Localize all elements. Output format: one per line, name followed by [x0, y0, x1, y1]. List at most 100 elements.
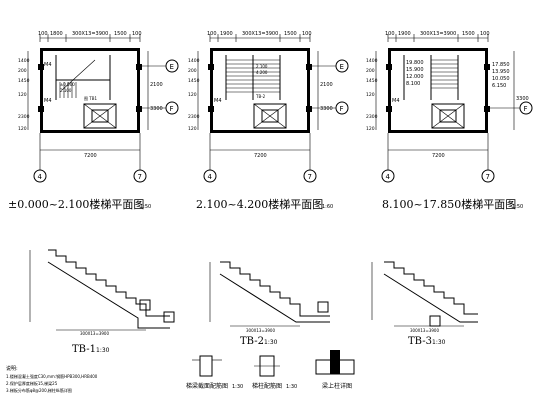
plan1-left-dim-4: 2300 [18, 114, 30, 120]
stair-plan-3: 100 1900 300X13=3900 1500 100 19.800 15.… [366, 31, 533, 211]
plan1-axis-bubble-4 [33, 169, 47, 183]
plan3-title: 8.100~17.850楼梯平面图 [382, 197, 516, 211]
plan3-scale: 1:50 [512, 204, 523, 210]
plan3-level-1: 15.900 [406, 67, 424, 73]
plan3-axis-bubble-7 [481, 169, 495, 183]
detail-2-label: 梯柱配筋图 [252, 382, 282, 390]
plan3-axis-7: 7 [486, 173, 490, 181]
plan2-left-dim-3: 120 [188, 92, 197, 98]
plan3-level-2: 12.000 [406, 74, 424, 80]
plan2-axis-bubble-f [335, 101, 349, 115]
plan1-axis-f: F [170, 105, 174, 113]
plan1-axis-bubble-f [165, 101, 179, 115]
plan3-top-dim-3: 1500 [462, 31, 475, 37]
plan1-left-dim-5: 120 [18, 126, 27, 132]
detail-1-label: 梯梁截面配筋图 [186, 382, 228, 390]
plan2-axis-bubble-7 [303, 169, 317, 183]
plan1-axis-e: E [170, 63, 174, 71]
plan3-bottom-dim: 7200 [432, 153, 445, 159]
plan3-left-dim-0: 1400 [366, 58, 378, 64]
tb3-scale: 1:30 [432, 339, 446, 346]
detail-3-label: 梁上柱详图 [322, 382, 352, 390]
plan3-axis-bubble-f [519, 101, 533, 115]
plan1-right-dim-1: 3300 [150, 106, 163, 112]
plan1-top-dim-2: 300X13=3900 [72, 31, 108, 37]
notes-line-2: 3.梯板分布筋φ8@200,梯柱纵筋详图 [6, 387, 72, 393]
plan3-top-dim-4: 100 [480, 31, 490, 37]
plan1-right-dim-0: 2100 [150, 82, 163, 88]
plan2-axis-7: 7 [308, 173, 312, 181]
plan3-left-dim-3: 120 [366, 92, 375, 98]
general-notes: 说明: 1.楼梯混凝土强度C30,mm:钢筋HPB300,HRB400 2.保护… [6, 365, 98, 393]
plan2-left-dim-4: 2300 [188, 114, 200, 120]
plan2-left-dim-1: 200 [188, 68, 197, 74]
stair-section-tb3: 300X13=3900 TB-3 1:30 [371, 261, 478, 347]
plan2-scale: 1:60 [322, 204, 333, 210]
plan2-bottom-dim: 7200 [254, 153, 267, 159]
plan1-axis-bubble-7 [133, 169, 147, 183]
plan2-level-0: 2.100 [256, 64, 268, 69]
detail-2-scale: 1:30 [286, 384, 297, 390]
plan3-level-0: 19.800 [406, 60, 424, 66]
tb2-span-dim: 300X13=3900 [246, 328, 275, 333]
plan3-axis-4: 4 [386, 173, 391, 181]
plan2-axis-e: E [340, 63, 344, 71]
plan2-left-dim-5: 120 [188, 126, 197, 132]
plan1-axis-bubble-e [165, 59, 179, 73]
plan1-note-0: 图 TB1 [84, 95, 97, 101]
plan2-note-0: TB-2 [255, 94, 266, 99]
plan1-top-dim-3: 1500 [114, 31, 127, 37]
plan3-top-dim-1: 1900 [398, 31, 411, 37]
plan1-top-dim-1: 1800 [50, 31, 63, 37]
plan2-right-dim-0: 2100 [320, 82, 333, 88]
plan2-axis-bubble-4 [203, 169, 217, 183]
plan1-top-dim-4: 100 [132, 31, 142, 37]
plan3-left-dim-2: 1450 [366, 78, 378, 84]
plan1-level-0: ±0.000 [60, 82, 75, 87]
plan1-left-dim-2: 1450 [18, 78, 30, 84]
plan3-right-dim-3: 6.150 [492, 83, 506, 89]
plan2-axis-bubble-e [335, 59, 349, 73]
stair-section-tb1: 300X13=3900 TB-1 1:30 [29, 249, 175, 355]
plan2-level-1: 4.200 [256, 70, 268, 75]
plan1-level-1: 2.100 [60, 88, 72, 93]
detail-1-scale: 1:30 [232, 384, 243, 390]
plan1-top-dim-0: 100 [38, 31, 48, 37]
stair-section-tb2: 300X13=3900 TB-2 1:30 [209, 261, 330, 347]
plan2-top-dim-4: 100 [302, 31, 312, 37]
tb3-span-dim: 300X13=3900 [410, 328, 439, 333]
notes-line-1: 2.保护层厚度梯板15,梯梁25 [6, 380, 58, 386]
tb2-label: TB-2 [240, 336, 264, 347]
plan2-top-dim-0: 100 [207, 31, 217, 37]
plan1-left-dim-3: 120 [18, 92, 27, 98]
tb2-scale: 1:30 [264, 339, 278, 346]
plan1-axis-4: 4 [38, 173, 43, 181]
plan3-top-dim-0: 100 [385, 31, 395, 37]
plan2-top-dim-2: 300X13=3900 [242, 31, 278, 37]
plan1-room-0: M4 [44, 62, 52, 68]
plan3-right-dim-1: 13.950 [492, 69, 510, 75]
plan2-left-dim-2: 1450 [188, 78, 200, 84]
tb1-scale: 1:30 [96, 347, 110, 354]
plan3-right-dim-2: 10.050 [492, 76, 510, 82]
plan1-scale: 1:50 [140, 204, 151, 210]
plan1-axis-7: 7 [138, 173, 142, 181]
plan1-room-1: M4 [44, 98, 52, 104]
plan2-axis-4: 4 [208, 173, 213, 181]
stair-plan-2: 100 1900 300X13=3900 1500 100 2100 3300 … [188, 31, 349, 211]
plan2-axis-f: F [340, 105, 344, 113]
plan2-title: 2.100~4.200楼梯平面图 [196, 197, 323, 211]
tb3-label: TB-3 [408, 336, 432, 347]
notes-line-0: 1.楼梯混凝土强度C30,mm:钢筋HPB300,HRB400 [6, 373, 98, 379]
plan1-left-dim-1: 200 [18, 68, 27, 74]
plan1-left-dim-0: 1400 [18, 58, 30, 64]
plan3-level-3: 8.100 [406, 81, 420, 87]
plan2-top-dim-1: 1900 [220, 31, 233, 37]
tb1-label: TB-1 [72, 344, 96, 355]
plan2-top-dim-3: 1500 [284, 31, 297, 37]
plan3-left-dim-1: 200 [366, 68, 375, 74]
plan3-axis-bubble-4 [381, 169, 395, 183]
stair-plan-1: 100 1800 300X13=3900 1500 100 2100 3300 [8, 31, 179, 211]
tb1-span-dim: 300X13=3900 [80, 331, 109, 336]
